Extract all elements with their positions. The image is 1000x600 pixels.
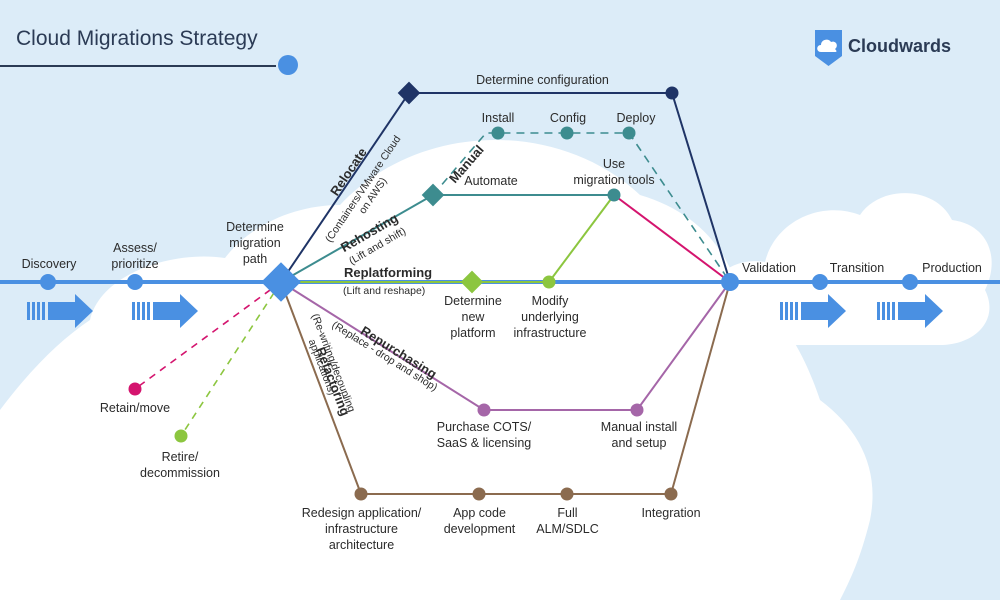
validation-node <box>721 273 739 291</box>
modify-infra-node <box>542 275 556 289</box>
migration-path-diamond <box>261 262 301 302</box>
determine-path-label: Determine migration path <box>226 220 284 266</box>
integration-node <box>664 487 678 501</box>
assess-node <box>127 274 143 290</box>
redesign-label: Redesign application/ infrastructure arc… <box>301 506 422 552</box>
install-label: Install <box>481 111 515 125</box>
purchase-node <box>477 403 491 417</box>
install-node <box>491 126 505 140</box>
repurchase-path <box>280 281 731 411</box>
tools-node <box>607 188 621 202</box>
relocate-path <box>280 92 731 283</box>
production-label: Production <box>922 261 982 275</box>
tools-validation-line <box>613 194 731 283</box>
flow-arrow-icon <box>27 294 93 328</box>
redesign-node <box>354 487 368 501</box>
automate-label: Automate <box>464 174 518 188</box>
replatforming-label: Replatforming <box>344 265 433 280</box>
config-node <box>560 126 574 140</box>
production-node <box>902 274 918 290</box>
assess-label: Assess/ prioritize <box>111 241 159 271</box>
transition-label: Transition <box>829 261 885 275</box>
config-label: Config <box>549 111 587 125</box>
rehost-line <box>280 194 434 283</box>
replatforming-detail: (Lift and reshape) <box>343 285 426 297</box>
validation-label: Validation <box>742 261 796 275</box>
determine-platform-label: Determine new platform <box>444 294 502 340</box>
config-end-node <box>665 86 679 100</box>
title-dot <box>278 55 298 75</box>
page-title: Cloud Migrations Strategy <box>16 27 258 50</box>
brand-name: Cloudwards <box>848 36 952 56</box>
migration-tools-label: Use migration tools <box>573 157 655 187</box>
retain-node <box>128 382 142 396</box>
retire-line <box>180 281 282 437</box>
relocate-diamond <box>397 81 421 105</box>
deploy-node <box>622 126 636 140</box>
alm-label: Full ALM/SDLC <box>536 506 599 536</box>
determine-config-label: Determine configuration <box>476 73 609 87</box>
retain-label: Retain/move <box>99 401 171 415</box>
modify-infra-label: Modify underlying infrastructure <box>513 294 587 340</box>
background-cloud <box>0 139 873 600</box>
replatform-diamond <box>460 270 484 294</box>
rehost-manual-line <box>432 132 731 283</box>
purchase-label: Purchase COTS/ SaaS & licensing <box>436 420 532 450</box>
retain-line <box>134 281 282 390</box>
transition-node <box>812 274 828 290</box>
discovery-node <box>40 274 56 290</box>
retire-label: Retire/ decommission <box>140 450 220 480</box>
replatform-link <box>548 194 615 283</box>
discovery-label: Discovery <box>21 257 77 271</box>
manual-install-label: Manual install and setup <box>600 420 678 450</box>
app-code-node <box>472 487 486 501</box>
integration-label: Integration <box>641 506 701 520</box>
alm-node <box>560 487 574 501</box>
deploy-label: Deploy <box>616 111 656 125</box>
manual-install-node <box>630 403 644 417</box>
retire-node <box>174 429 188 443</box>
app-code-label: App code development <box>443 506 516 536</box>
refactor-path <box>280 281 731 495</box>
cloudwards-logo-icon <box>815 30 842 66</box>
